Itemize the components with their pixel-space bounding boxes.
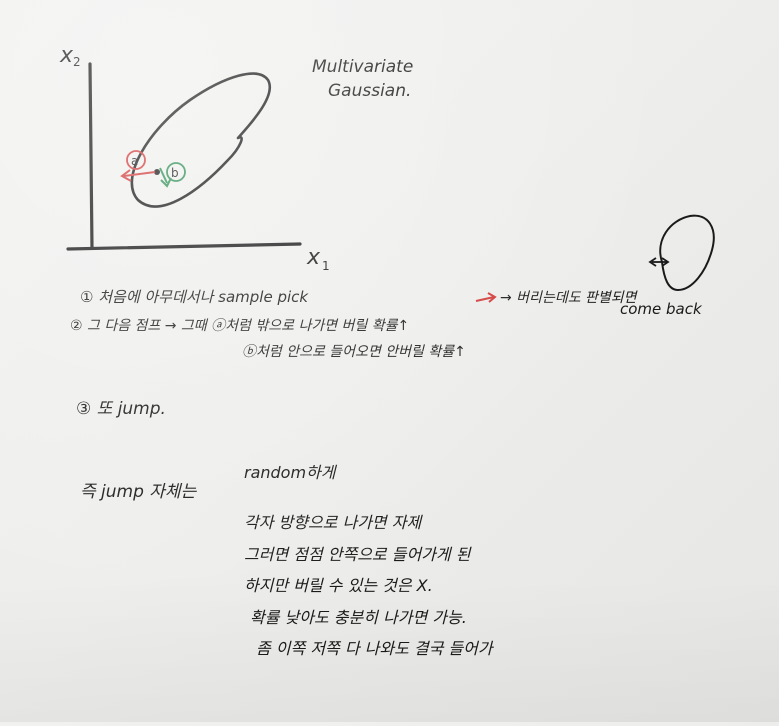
summary-line-1-prefix: 즉 jump 자체는	[80, 482, 198, 502]
summary-line-5: 확률 낮아도 충분히 나가면 가능.	[250, 608, 467, 627]
summary-line-6: 좀 이쪽 저쪽 다 나와도 결국 들어가	[256, 639, 495, 658]
plot: x 2 x 1 Multivariate Gaussian. a b	[59, 43, 413, 273]
marker-b-label: b	[171, 166, 179, 180]
outward-jump-arrow	[123, 171, 156, 177]
marker-b-circle	[166, 162, 186, 182]
side-sketch: come back	[620, 214, 715, 318]
note-line-1: ① 처음에 아무데서나 sample pick	[80, 288, 309, 306]
note-line-2b: ⓑ처럼 안으로 들어오면 안버릴 확률↑	[242, 344, 466, 360]
side-arrowhead-right	[661, 257, 670, 267]
y-axis-label: x	[59, 43, 74, 68]
summary-line-1-suffix: random하게	[244, 463, 338, 482]
summary-line-3: 그러면 점점 안쪽으로 들어가게 된	[244, 545, 472, 564]
numbered-notes: ① 처음에 아무데서나 sample pick ② 그 다음 점프 → 그때 ⓐ…	[70, 288, 638, 419]
inward-arrowhead	[160, 177, 172, 188]
outward-arrowhead	[120, 169, 132, 182]
sample-point	[154, 169, 160, 175]
plot-title-line2: Gaussian.	[328, 81, 411, 101]
y-axis-subscript: 2	[73, 55, 81, 69]
y-axis-line	[88, 62, 94, 250]
x-axis-line	[66, 242, 302, 251]
note-red-arrowhead	[487, 292, 497, 303]
note-line-2a-cont: → 버리는데도 판별되면	[500, 290, 638, 306]
inward-jump-arrow	[159, 167, 168, 184]
note-line-2a: ② 그 다음 점프 → 그때 ⓐ처럼 밖으로 나가면 버릴 확률↑	[70, 318, 409, 334]
come-back-label: come back	[620, 300, 703, 318]
plot-title-line1: Multivariate	[312, 57, 413, 77]
summary-notes: 즉 jump 자체는 random하게 각자 방향으로 나가면 자제 그러면 점…	[80, 463, 495, 658]
side-arrowhead-left	[648, 257, 657, 267]
note-line-3: ③ 또 jump.	[76, 399, 166, 419]
note-red-arrow	[475, 296, 495, 302]
x-axis-subscript: 1	[322, 259, 330, 273]
marker-a-circle	[126, 150, 146, 170]
gaussian-contour-ellipse	[130, 72, 271, 208]
x-axis-label: x	[306, 245, 321, 270]
summary-line-4: 하지만 버릴 수 있는 것은 X.	[244, 576, 433, 595]
marker-a-label: a	[131, 154, 138, 168]
side-ellipse	[659, 214, 715, 292]
summary-line-2: 각자 방향으로 나가면 자제	[244, 513, 423, 532]
